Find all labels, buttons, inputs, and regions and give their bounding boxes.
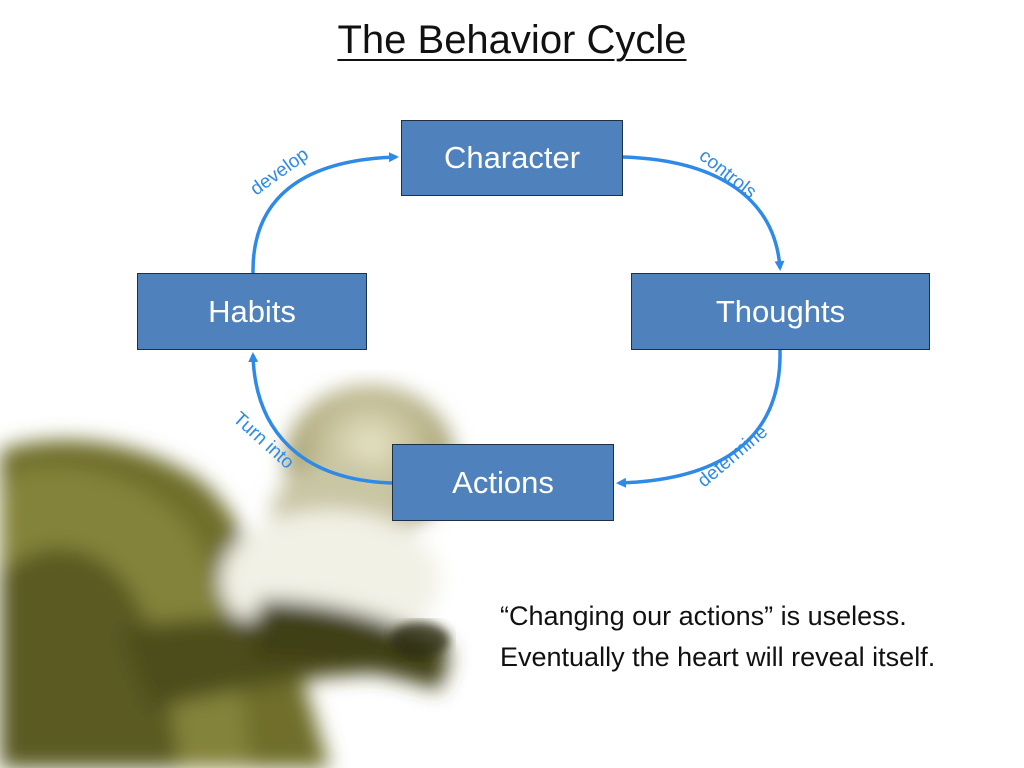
quote-line-1: “Changing our actions” is useless. bbox=[500, 601, 907, 631]
node-actions: Actions bbox=[392, 444, 614, 521]
node-thoughts-label: Thoughts bbox=[715, 293, 846, 329]
edge-label-determine: determine bbox=[694, 421, 772, 491]
arrow-actions-to-habits bbox=[248, 352, 393, 485]
edge-label-controls: controls bbox=[695, 145, 760, 203]
node-thoughts: Thoughts bbox=[631, 273, 930, 350]
edge-label-turn-into: Turn into bbox=[229, 408, 298, 473]
quote-text: “Changing our actions” is useless. Event… bbox=[500, 596, 1020, 678]
node-character-label: Character bbox=[443, 140, 581, 175]
node-actions-label: Actions bbox=[452, 464, 554, 500]
node-habits-label: Habits bbox=[208, 293, 296, 329]
arrow-thoughts-to-actions bbox=[616, 349, 782, 488]
node-habits: Habits bbox=[137, 273, 367, 350]
arrow-habits-to-character bbox=[251, 152, 399, 274]
quote-line-2: Eventually the heart will reveal itself. bbox=[500, 642, 936, 672]
node-character: Character bbox=[401, 120, 623, 196]
edge-label-develop: develop bbox=[247, 144, 313, 200]
arrow-character-to-thoughts bbox=[622, 155, 785, 271]
page-title: The Behavior Cycle bbox=[337, 18, 687, 62]
bowed-head-man-photo-icon bbox=[0, 385, 455, 768]
